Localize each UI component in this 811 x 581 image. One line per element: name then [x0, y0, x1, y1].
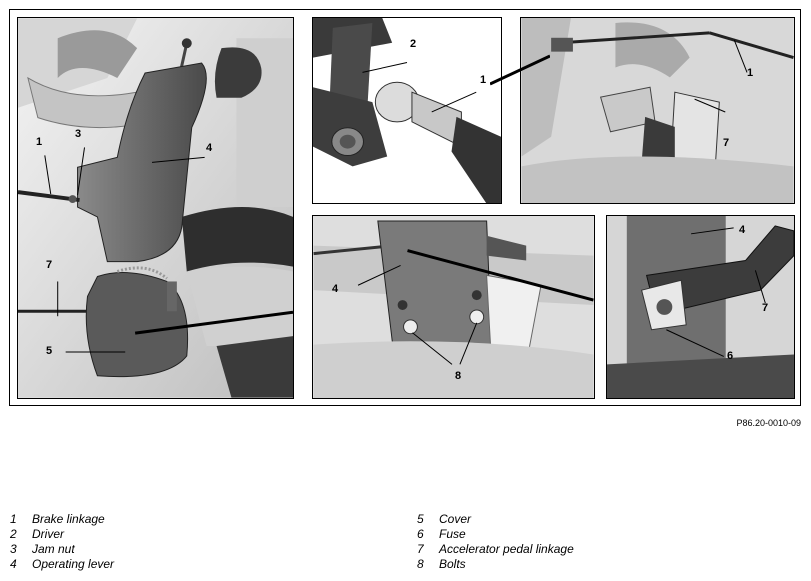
callout-pedal-1: 1: [747, 67, 754, 79]
callout-driver-1: 1: [480, 74, 487, 86]
main-view-panel: [17, 17, 294, 399]
legend-number: 2: [10, 527, 17, 541]
callout-pedal-7: 7: [723, 137, 730, 149]
legend-item: 7 Accelerator pedal linkage: [417, 542, 574, 557]
bracket-detail-panel: [312, 215, 595, 399]
fuse-detail-panel: [606, 215, 795, 399]
main-view-illustration: [18, 18, 293, 398]
legend-number: 5: [417, 512, 424, 526]
driver-detail-panel: [312, 17, 502, 204]
callout-fuse-6: 6: [727, 350, 734, 362]
legend-text: Fuse: [439, 527, 466, 541]
connector-line: [490, 54, 550, 86]
legend-text: Brake linkage: [32, 512, 105, 526]
legend-text: Bolts: [439, 557, 466, 571]
callout-main-5: 5: [46, 345, 53, 357]
legend-text: Cover: [439, 512, 472, 526]
pedal-detail-illustration: [521, 18, 794, 203]
legend-item: 2 Driver: [10, 527, 64, 542]
callout-fuse-7: 7: [762, 302, 769, 314]
callout-bracket-8: 8: [455, 370, 462, 382]
legend-number: 7: [417, 542, 424, 556]
legend-item: 3 Jam nut: [10, 542, 75, 557]
figure-code: P86.20-0010-09: [736, 418, 801, 428]
bracket-detail-illustration: [313, 216, 594, 398]
legend: 1 Brake linkage 2 Driver 3 Jam nut 4 Operati…: [10, 512, 790, 576]
callout-main-1: 1: [36, 136, 43, 148]
driver-detail-illustration: [313, 18, 501, 203]
legend-item: 4 Operating lever: [10, 557, 114, 572]
pedal-detail-panel: [520, 17, 795, 204]
legend-number: 1: [10, 512, 17, 526]
legend-text: Accelerator pedal linkage: [439, 542, 574, 556]
legend-number: 4: [10, 557, 17, 571]
callout-fuse-4: 4: [739, 224, 746, 236]
legend-item: 1 Brake linkage: [10, 512, 105, 527]
callout-main-7: 7: [46, 259, 53, 271]
callout-bracket-4: 4: [332, 283, 339, 295]
legend-number: 6: [417, 527, 424, 541]
legend-text: Jam nut: [32, 542, 75, 556]
legend-item: 8 Bolts: [417, 557, 466, 572]
callout-main-4: 4: [206, 142, 213, 154]
legend-item: 5 Cover: [417, 512, 471, 527]
callout-driver-2: 2: [410, 38, 417, 50]
legend-number: 8: [417, 557, 424, 571]
fuse-detail-illustration: [607, 216, 794, 398]
callout-main-3: 3: [75, 128, 82, 140]
legend-text: Operating lever: [32, 557, 115, 571]
legend-text: Driver: [32, 527, 64, 541]
legend-item: 6 Fuse: [417, 527, 466, 542]
legend-number: 3: [10, 542, 17, 556]
diagram-frame: 1 3 4 7 5 2 1 1 7 4 8 4 7 6: [9, 9, 801, 406]
